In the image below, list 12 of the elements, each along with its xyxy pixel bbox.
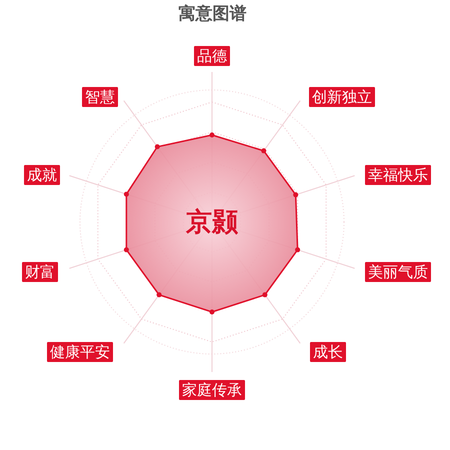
axis-label: 成就 [24, 165, 60, 185]
axis-label: 家庭传承 [179, 380, 245, 400]
axis-label: 健康平安 [47, 342, 113, 362]
axis-label: 创新独立 [309, 87, 375, 107]
axis-label: 财富 [22, 262, 58, 282]
axis-label: 幸福快乐 [365, 165, 431, 185]
name-text: 京颢 [186, 206, 238, 240]
axis-label: 智慧 [82, 87, 118, 107]
axis-label: 成长 [310, 342, 346, 362]
axis-label: 美丽气质 [365, 262, 431, 282]
chart-title: 寓意图谱 [178, 3, 248, 25]
axis-label: 品德 [194, 46, 230, 66]
